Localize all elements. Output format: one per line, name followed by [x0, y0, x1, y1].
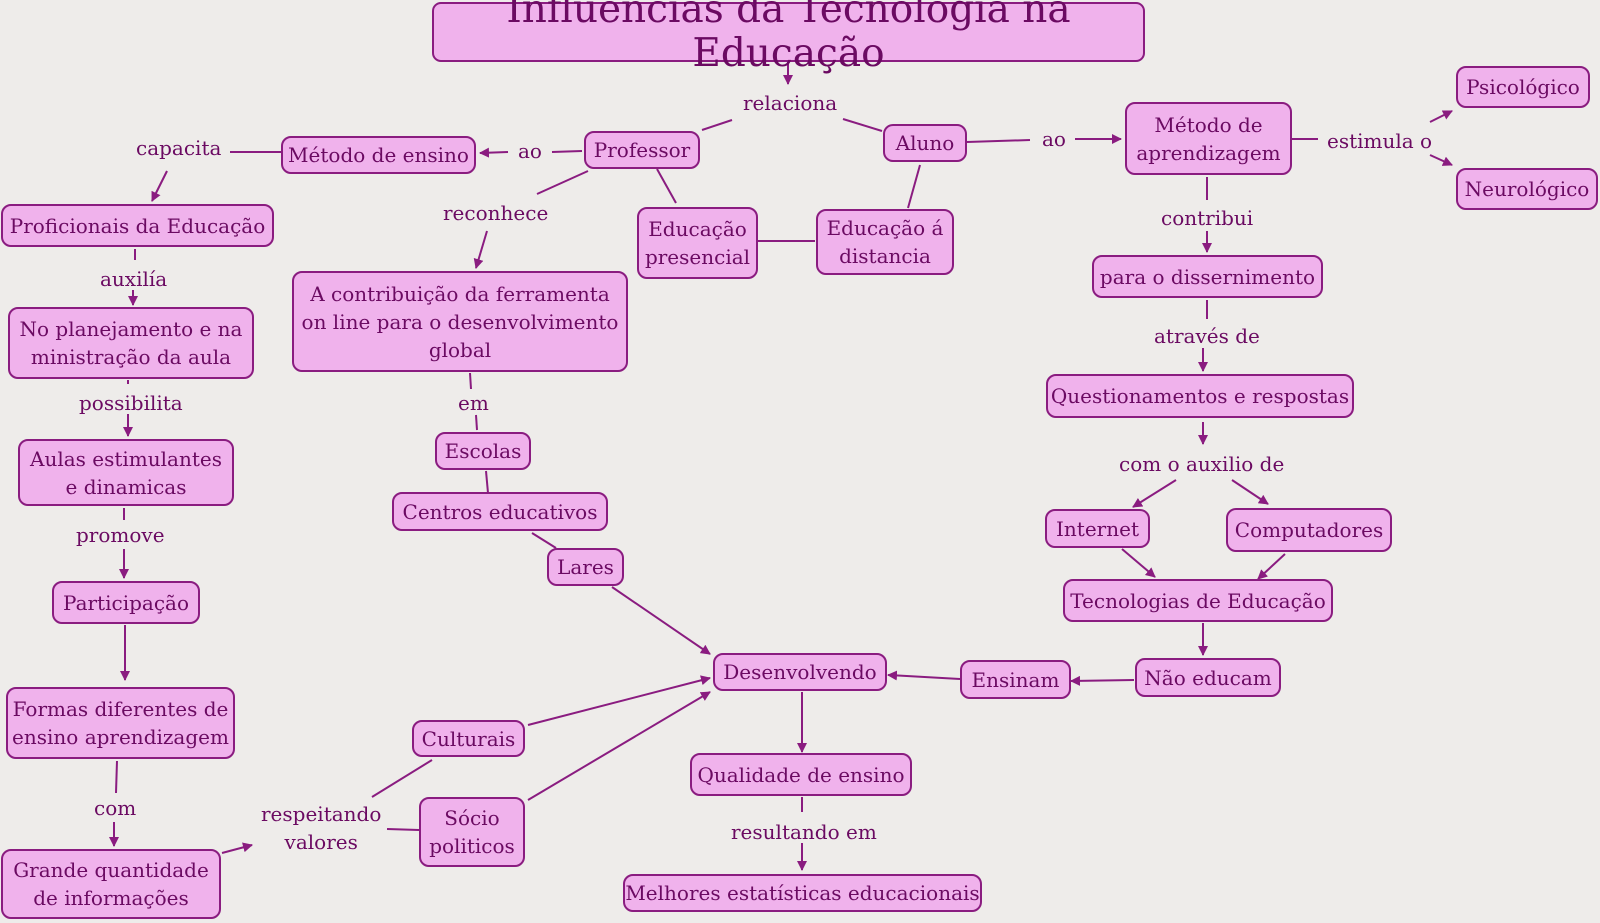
- node-escolas: Escolas: [435, 432, 531, 470]
- label-ao-professor: ao: [518, 139, 542, 163]
- label-com: com: [94, 796, 137, 820]
- label-capacita: capacita: [136, 136, 222, 160]
- node-disseminento: para o dissernimento: [1092, 255, 1323, 298]
- label-contribui: contribui: [1161, 206, 1254, 230]
- node-contribuicao-ferramenta: A contribuição da ferramenta on line par…: [292, 271, 628, 372]
- label-respeitando-valores: respeitando valores: [261, 802, 382, 854]
- diagram-title: Influências da Tecnologia na Educação: [432, 0, 1145, 76]
- node-aluno: Aluno: [883, 124, 967, 162]
- node-internet: Internet: [1045, 509, 1150, 548]
- node-lares: Lares: [547, 548, 624, 586]
- node-grande-quantidade: Grande quantidade de informações: [1, 849, 221, 919]
- label-resultando-em: resultando em: [731, 820, 877, 844]
- label-possibilita: possibilita: [79, 391, 183, 415]
- label-relaciona: relaciona: [743, 91, 838, 115]
- label-com-o-auxilio-de: com o auxilio de: [1119, 452, 1285, 476]
- label-atraves-de: através de: [1154, 324, 1260, 348]
- node-participacao: Participação: [52, 581, 200, 624]
- node-culturais: Culturais: [412, 720, 525, 757]
- label-estimula: estimula o: [1327, 129, 1433, 153]
- node-metodo-de-aprendizagem: Método de aprendizagem: [1125, 102, 1292, 175]
- node-neurologico: Neurológico: [1456, 168, 1598, 210]
- label-ao-aluno: ao: [1042, 127, 1066, 151]
- node-centros-educativos: Centros educativos: [392, 492, 608, 531]
- node-formas-diferentes: Formas diferentes de ensino aprendizagem: [6, 687, 235, 759]
- node-qualidade-de-ensino: Qualidade de ensino: [690, 753, 912, 796]
- node-psicologico: Psicológico: [1456, 66, 1590, 108]
- node-nao-educam: Não educam: [1135, 658, 1281, 697]
- node-educacao-presencial: Educação presencial: [637, 207, 758, 279]
- node-tecnologias-de-educacao: Tecnologias de Educação: [1063, 579, 1333, 622]
- node-professor: Professor: [584, 131, 700, 169]
- node-computadores: Computadores: [1226, 508, 1392, 552]
- label-em: em: [458, 391, 489, 415]
- label-promove: promove: [76, 523, 165, 547]
- node-desenvolvendo: Desenvolvendo: [713, 653, 887, 691]
- node-planejamento: No planejamento e na ministração da aula: [8, 307, 254, 379]
- node-ensinam: Ensinam: [960, 660, 1071, 699]
- label-auxilia: auxilía: [100, 267, 168, 291]
- node-questionamentos: Questionamentos e respostas: [1046, 374, 1354, 418]
- node-profissionais-da-educacao: Proficionais da Educação: [1, 204, 274, 247]
- node-aulas-estimulantes: Aulas estimulantes e dinamicas: [18, 439, 234, 506]
- node-melhores-estatisticas: Melhores estatísticas educacionais: [623, 874, 982, 912]
- node-educacao-a-distancia: Educação á distancia: [816, 209, 954, 275]
- node-socio-politicos: Sócio politicos: [419, 797, 525, 867]
- label-reconhece: reconhece: [443, 201, 549, 225]
- node-metodo-de-ensino: Método de ensino: [281, 136, 476, 174]
